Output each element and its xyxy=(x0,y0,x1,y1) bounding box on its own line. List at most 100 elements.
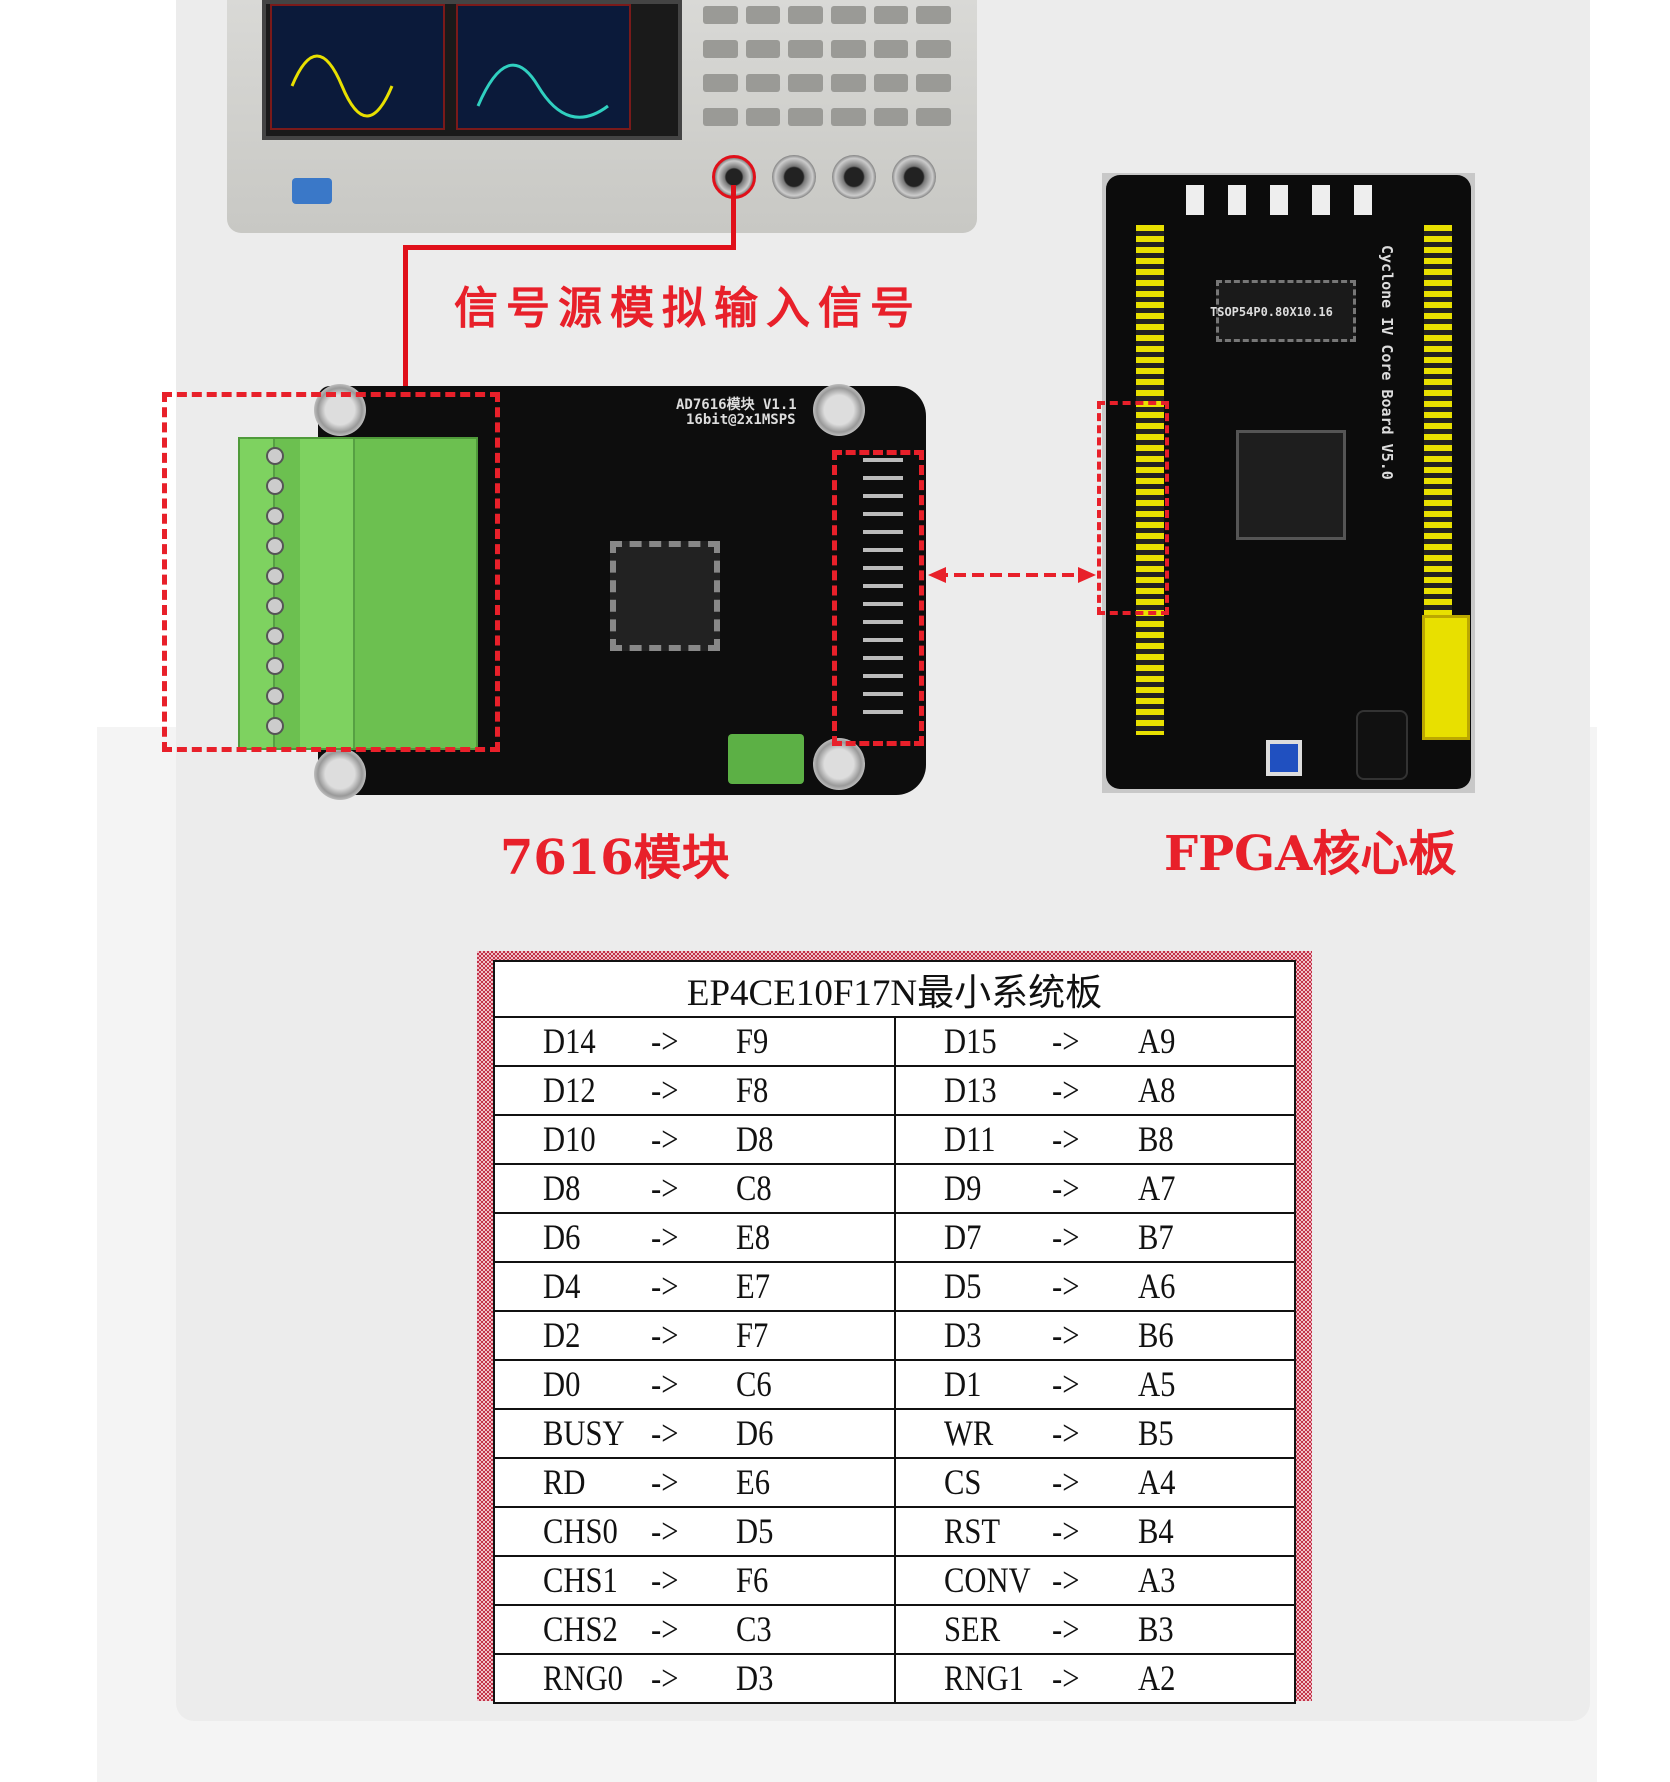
pin-name: A8 xyxy=(1137,1070,1175,1110)
signal-name: RNG0 xyxy=(543,1658,623,1698)
pin-name: E7 xyxy=(736,1266,770,1306)
channel-2-display xyxy=(456,4,631,130)
signal-wire xyxy=(731,185,736,247)
arrow-name: -> xyxy=(651,1658,679,1698)
arrow-name: -> xyxy=(1051,1560,1079,1600)
mapping-cell: SER->B3 xyxy=(893,1604,1296,1655)
arrow-name: -> xyxy=(651,1315,679,1355)
pin-name: D5 xyxy=(736,1511,774,1551)
mapping-cell: WR->B5 xyxy=(893,1408,1296,1459)
pin-name: F8 xyxy=(736,1070,769,1110)
arrow-name: -> xyxy=(1051,1168,1079,1208)
mapping-cell: D1->A5 xyxy=(893,1359,1296,1410)
arrow-name: -> xyxy=(651,1462,679,1502)
signal-name: D3 xyxy=(943,1315,981,1355)
input-terminal-block xyxy=(238,437,478,750)
pin-name: B5 xyxy=(1137,1413,1174,1453)
sdram-silk: TSOP54P0.80X10.16 xyxy=(1210,305,1333,319)
pin-name: A3 xyxy=(1137,1560,1175,1600)
module-label: 7616模块 xyxy=(500,830,730,886)
arrow-name: -> xyxy=(1051,1658,1079,1698)
mount-hole xyxy=(314,748,366,800)
pin-name: A5 xyxy=(1137,1364,1175,1404)
signal-name: D7 xyxy=(943,1217,981,1257)
pin-name: A7 xyxy=(1137,1168,1175,1208)
sdram-chip xyxy=(1216,280,1356,342)
pin-name: D6 xyxy=(736,1413,774,1453)
table-row: D10->D8 D11 -> B8 xyxy=(493,1114,1296,1165)
mapping-cell: CHS2->C3 xyxy=(493,1604,896,1655)
mount-hole xyxy=(813,384,865,436)
signal-name: D11 xyxy=(943,1119,996,1159)
arrow-name: -> xyxy=(651,1217,679,1257)
board-spec-silk: 16bit@2x1MSPS xyxy=(686,412,796,428)
mapping-cell: D8->C8 xyxy=(493,1163,896,1214)
mapping-cell: RST->B4 xyxy=(893,1506,1296,1557)
signal-name: D10 xyxy=(543,1119,596,1159)
signal-wire xyxy=(403,245,408,393)
mapping-cell: D11 -> B8 xyxy=(893,1114,1296,1165)
signal-name: D15 xyxy=(943,1021,997,1061)
signal-wire xyxy=(403,245,736,250)
power-terminal xyxy=(728,734,804,784)
mapping-cell: D5->A6 xyxy=(893,1261,1296,1312)
pin-name: B6 xyxy=(1137,1315,1174,1355)
arrow-name: -> xyxy=(1051,1315,1079,1355)
arrow-name: -> xyxy=(1051,1511,1079,1551)
sine-wave-yellow xyxy=(290,54,394,118)
arrow-name: -> xyxy=(1051,1413,1079,1453)
push-buttons xyxy=(1186,185,1386,215)
signal-name: D14 xyxy=(543,1021,596,1061)
fpga-board-silk: Cyclone IV Core Board V5.0 xyxy=(1378,245,1396,480)
signal-name: D1 xyxy=(943,1364,981,1404)
fpga-chip xyxy=(1236,430,1346,540)
fpga-core-board-image: TSOP54P0.80X10.16 Cyclone IV Core Board … xyxy=(1097,173,1475,793)
mapping-cell: D10->D8 xyxy=(493,1114,896,1165)
arrow-name: -> xyxy=(651,1266,679,1306)
pin-name: E8 xyxy=(736,1217,770,1257)
pin-name: F9 xyxy=(736,1021,769,1061)
arrow-name: -> xyxy=(1051,1119,1079,1159)
signal-name: CHS1 xyxy=(543,1560,618,1600)
pin-name: D3 xyxy=(736,1658,774,1698)
pin-name: B4 xyxy=(1137,1511,1174,1551)
arrow-name: -> xyxy=(651,1364,679,1404)
bnc-ch2-connector xyxy=(832,155,876,199)
pin-name: F6 xyxy=(736,1560,769,1600)
signal-name: CHS2 xyxy=(543,1609,618,1649)
fpga-pins-highlight xyxy=(1097,401,1169,615)
table-title: EP4CE10F17N最小系统板 xyxy=(493,960,1296,1018)
left-pin-header xyxy=(1136,225,1164,735)
channel-1-display xyxy=(270,4,445,130)
pin-name: A6 xyxy=(1137,1266,1175,1306)
mapping-cell: CS->A4 xyxy=(893,1457,1296,1508)
arrow-name: -> xyxy=(1051,1021,1079,1061)
jtag-connector xyxy=(1422,615,1470,740)
pin-name: B3 xyxy=(1137,1609,1174,1649)
arrow-name: -> xyxy=(651,1168,679,1208)
pin-name: C8 xyxy=(736,1168,772,1208)
signal-name: D13 xyxy=(943,1070,997,1110)
mapping-cell: D12->F8 xyxy=(493,1065,896,1116)
bnc-sync1-connector xyxy=(772,155,816,199)
pin-name: A4 xyxy=(1137,1462,1175,1502)
mapping-cell: CHS0->D5 xyxy=(493,1506,896,1557)
mapping-cell: D0->C6 xyxy=(493,1359,896,1410)
arrow-name: -> xyxy=(651,1021,679,1061)
connection-arrow-icon xyxy=(928,567,1096,583)
arrow-name: -> xyxy=(651,1511,679,1551)
pin-name: B8 xyxy=(1137,1119,1174,1159)
mapping-cell: CONV->A3 xyxy=(893,1555,1296,1606)
arrow-name: -> xyxy=(1051,1462,1079,1502)
mapping-cell: D7->B7 xyxy=(893,1212,1296,1263)
arrow-name: -> xyxy=(1051,1266,1079,1306)
power-button xyxy=(292,178,332,204)
